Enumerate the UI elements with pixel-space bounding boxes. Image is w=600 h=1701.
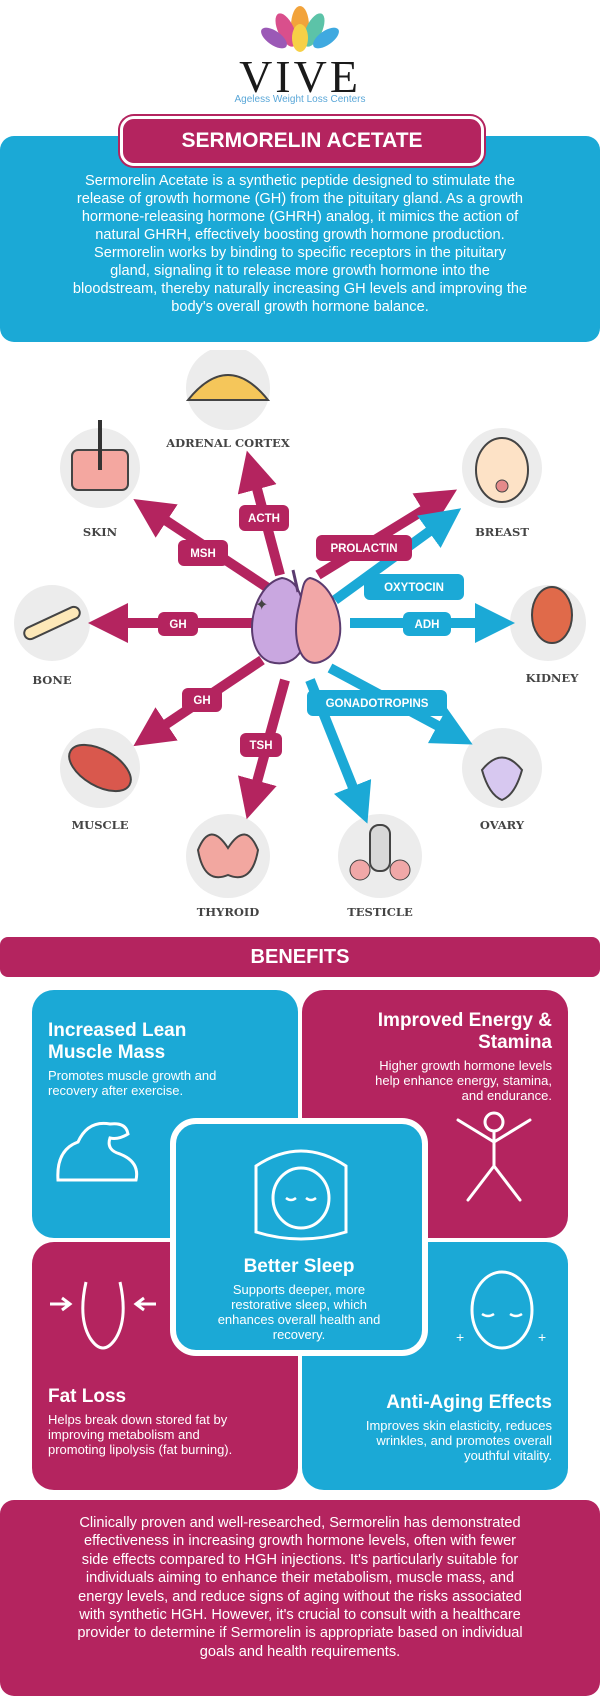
benefits-heading: BENEFITS — [0, 937, 600, 977]
flexed-arm-icon — [56, 1121, 139, 1182]
closing-line: provider to determine if Sermorelin is a… — [77, 1625, 523, 1642]
benefit-desc-line: improving metabolism and — [48, 1427, 200, 1442]
benefit-desc-line: youthful vitality. — [464, 1448, 552, 1463]
benefit-desc-line: Higher growth hormone levels — [379, 1058, 552, 1073]
benefit-title-line: Fat Loss — [48, 1386, 127, 1407]
closing-line: side effects compared to HGH injections.… — [81, 1551, 519, 1568]
waist-measure-icon — [50, 1281, 156, 1350]
benefit-desc-line: Improves skin elasticity, reduces — [365, 1418, 552, 1433]
hormone-label-adh: ADH — [415, 619, 440, 631]
hormone-label-msh: MSH — [190, 548, 216, 560]
benefit-title-line: Increased Lean — [48, 1020, 187, 1041]
benefit-desc-line: wrinkles, and promotes overall — [376, 1433, 552, 1448]
intro-box: Sermorelin Acetate is a synthetic peptid… — [0, 136, 600, 342]
intro-line: Sermorelin Acetate is a synthetic peptid… — [85, 173, 515, 189]
hormone-label-oxytocin: OXYTOCIN — [384, 582, 444, 594]
organ-label-bone: BONE — [32, 673, 71, 687]
benefit-desc-line: recovery after exercise. — [48, 1083, 184, 1098]
svg-text:+: + — [538, 1329, 546, 1345]
benefit-title-line: Better Sleep — [243, 1256, 355, 1277]
sleeping-face-icon — [254, 1149, 348, 1241]
organ-label-skin: SKIN — [83, 525, 118, 539]
intro-line: body's overall growth hormone balance. — [171, 299, 429, 315]
organ-label-kidney: KIDNEY — [526, 671, 580, 685]
benefit-desc: Higher growth hormone levels help enhanc… — [318, 1058, 552, 1103]
hormone-label-gonadotropins: GONADOTROPINS — [326, 698, 429, 710]
benefit-desc-line: and endurance. — [461, 1088, 552, 1103]
hormone-label-prolactin: PROLACTIN — [330, 543, 397, 555]
hormone-labels: ACTH MSH PROLACTIN OXYTOCIN GH ADH GH GO… — [158, 505, 464, 757]
intro-line: hormone-releasing hormone (GHRH) analog,… — [81, 209, 519, 225]
benefit-desc-line: enhances overall health and — [217, 1312, 381, 1327]
benefit-title-line: Muscle Mass — [48, 1042, 166, 1063]
organ-labels: ADRENAL CORTEX SKIN BREAST BONE KIDNEY M… — [32, 436, 579, 919]
benefit-desc: Improves skin elasticity, reduces wrinkl… — [318, 1418, 552, 1463]
logo: VIVE Ageless Weight Loss Centers — [0, 0, 600, 110]
benefit-desc-line: Supports deeper, more — [232, 1282, 366, 1297]
testicle-icon — [349, 824, 411, 881]
intro-line: gland, signaling it to release more grow… — [110, 263, 490, 279]
intro-line: release of growth hormone (GH) from the … — [76, 191, 524, 207]
organ-label-breast: BREAST — [475, 525, 529, 539]
lotus-logo-icon — [261, 6, 339, 52]
organ-label-muscle: MUSCLE — [71, 818, 128, 832]
benefit-card-sleep: Better Sleep Supports deeper, more resto… — [170, 1118, 428, 1356]
benefit-desc: Supports deeper, more restorative sleep,… — [186, 1282, 412, 1342]
ovary-icon — [480, 756, 524, 802]
organ-label-ovary: OVARY — [480, 818, 525, 832]
breast-icon — [475, 437, 529, 503]
kidney-icon — [531, 586, 573, 644]
pituitary-gland-icon: ✦ — [251, 569, 342, 665]
benefit-desc-line: help enhance energy, stamina, — [375, 1073, 552, 1088]
closing-box: Clinically proven and well-researched, S… — [0, 1500, 600, 1696]
jumping-person-icon — [456, 1111, 532, 1202]
skin-icon — [71, 420, 129, 491]
muscle-icon — [68, 743, 132, 793]
benefit-desc-line: promoting lipolysis (fat burning). — [48, 1442, 233, 1457]
benefit-title-line: Stamina — [478, 1032, 552, 1053]
brand-name: VIVE — [239, 51, 361, 102]
brand-tagline: Ageless Weight Loss Centers — [234, 94, 366, 105]
benefit-desc-line: restorative sleep, which — [231, 1297, 367, 1312]
organ-label-adrenal: ADRENAL CORTEX — [165, 436, 290, 450]
face-sparkle-icon: + + — [456, 1270, 546, 1350]
closing-line: with synthetic HGH. However, it's crucia… — [79, 1607, 521, 1624]
bone-icon — [23, 605, 81, 641]
closing-line: individuals aiming to enhance their meta… — [85, 1570, 515, 1587]
organ-label-testicle: TESTICLE — [347, 905, 413, 919]
benefit-desc-line: Promotes muscle growth and — [48, 1068, 217, 1083]
intro-line: bloodstream, thereby naturally increasin… — [72, 281, 528, 297]
benefit-title-line: Anti-Aging Effects — [386, 1392, 552, 1413]
closing-line: effectiveness in increasing growth hormo… — [83, 1533, 517, 1550]
hormone-label-gh-muscle: GH — [193, 695, 210, 707]
svg-text:+: + — [456, 1329, 464, 1345]
benefit-desc: Promotes muscle growth and recovery afte… — [48, 1068, 282, 1098]
svg-text:✦: ✦ — [255, 597, 268, 614]
hormone-diagram: ✦ ACTH MSH PROLACTIN OXYTOCIN GH ADH GH … — [14, 350, 586, 919]
thyroid-icon — [196, 833, 260, 879]
benefit-desc-line: Helps break down stored fat by — [48, 1412, 228, 1427]
hormone-label-gh-bone: GH — [169, 619, 186, 631]
hormone-label-acth: ACTH — [248, 513, 280, 525]
benefit-title-line: Improved Energy & — [377, 1010, 552, 1031]
intro-title: SERMORELIN ACETATE — [120, 116, 484, 166]
organ-label-thyroid: THYROID — [197, 905, 260, 919]
closing-line: Clinically proven and well-researched, S… — [79, 1515, 521, 1531]
benefit-desc: Helps break down stored fat by improving… — [48, 1412, 282, 1457]
intro-line: natural GHRH, effectively boosting growt… — [95, 227, 505, 243]
closing-line: energy levels, and reduce signs of aging… — [78, 1588, 522, 1605]
adrenal-cortex-icon — [185, 374, 271, 401]
closing-line: goals and health requirements. — [199, 1643, 401, 1660]
hormone-label-tsh: TSH — [250, 740, 273, 752]
benefit-desc-line: recovery. — [272, 1327, 326, 1342]
intro-line: Sermorelin works by binding to specific … — [93, 245, 507, 261]
